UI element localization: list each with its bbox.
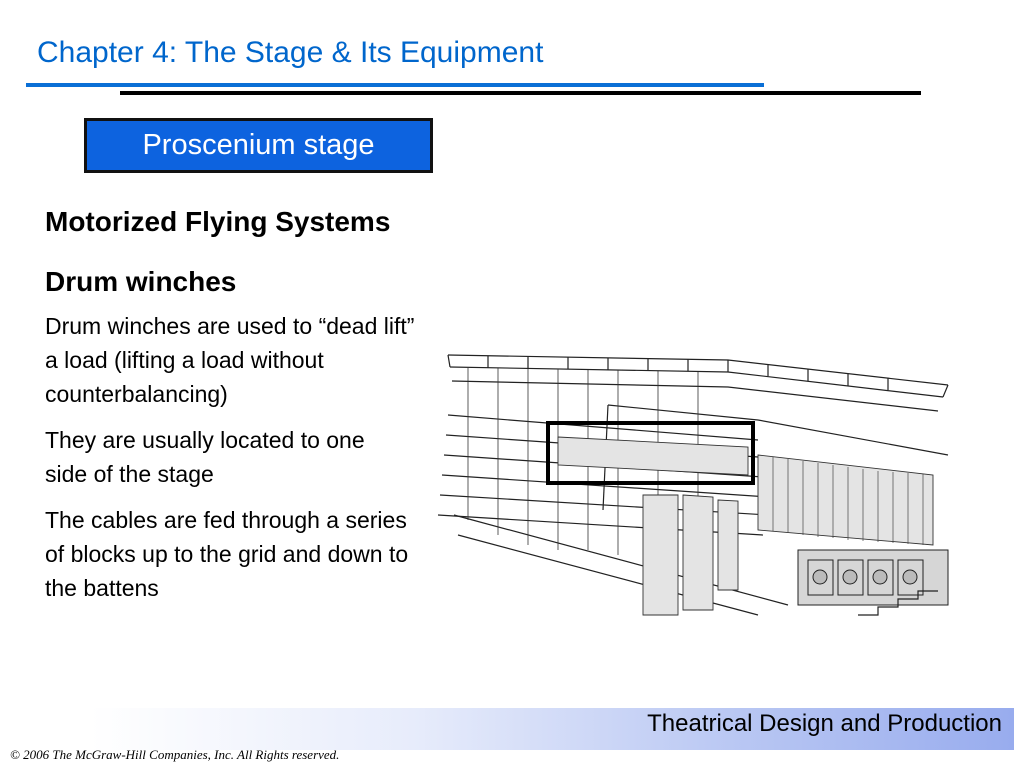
section-banner-label: Proscenium stage [142,129,375,161]
footer-title: Theatrical Design and Production [647,710,1002,737]
slide-content: Motorized Flying Systems Drum winches Dr… [45,205,425,617]
title-underline-black [120,91,921,95]
footer-bar [90,708,1014,750]
heading-motorized-flying-systems: Motorized Flying Systems [45,206,391,237]
paragraph-dead-lift: Drum winches are used to “dead lift” a l… [45,313,415,407]
paragraph-location: They are usually located to one side of … [45,427,365,487]
paragraph-cables: The cables are fed through a series of b… [45,507,409,601]
copyright-notice: © 2006 The McGraw-Hill Companies, Inc. A… [10,747,340,762]
stage-rigging-illustration [437,354,949,616]
heading-drum-winches: Drum winches [45,266,237,297]
title-underline-blue [26,83,764,87]
slide-title: Chapter 4: The Stage & Its Equipment [37,36,544,69]
section-banner: Proscenium stage [84,118,433,173]
